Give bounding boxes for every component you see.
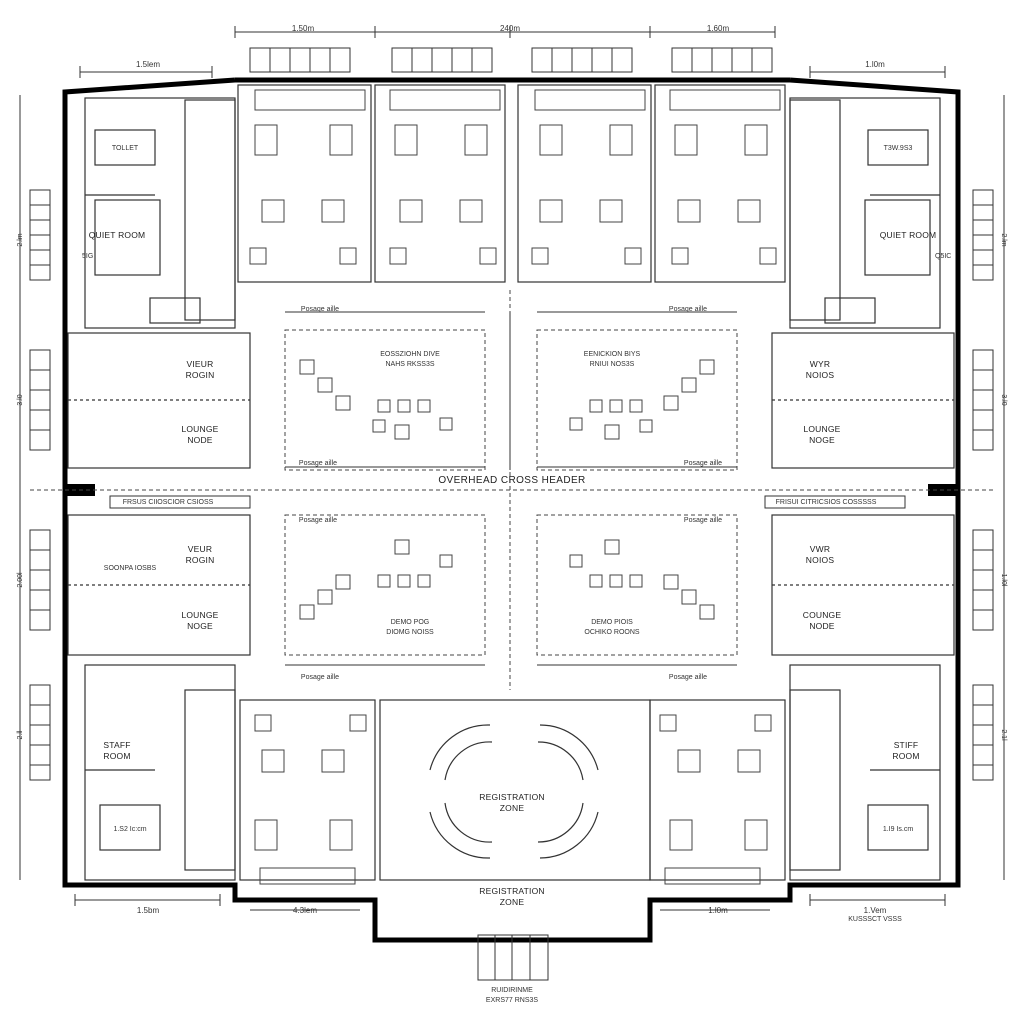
demo-top-left-line2: NAHS RKSS3S [385, 361, 434, 368]
cross-header-right-label: FRISUI CITRICSIOS COSSSSS [776, 499, 877, 506]
quiet-left-sub: 5IG [82, 253, 93, 260]
vr-right-2-line2: NOIOS [806, 555, 835, 565]
dim-top-2: 240m [500, 24, 520, 33]
dim-bottom-left: 1.5bm [137, 906, 160, 915]
lounge-right-2-line2: NODE [809, 621, 834, 631]
lounge-right-2-line1: COUNGE [803, 610, 842, 620]
demo-bottom-left-line1: DEMO POG [391, 619, 430, 626]
vr-left-1-line1: VIEUR [187, 359, 214, 369]
quiet-room-right-label: QUIET ROOM [880, 230, 937, 240]
overhead-header-label: OVERHEAD CROSS HEADER [438, 475, 585, 486]
top-dimension-strip [79, 26, 946, 78]
cross-header-bars [109, 495, 906, 509]
passage-label-4: Posage aille [684, 460, 722, 467]
demo-top-left-line1: EOSSZIOHN DIVE [380, 351, 440, 358]
lounge-left-2-line2: NOGE [187, 621, 213, 631]
vr-right-1-line2: NOIOS [806, 370, 835, 380]
dim-top-right: 1.l0m [865, 60, 885, 69]
entrance-doors [477, 934, 549, 981]
dim-top-1: 1.50m [292, 24, 315, 33]
registration-outer-line1: REGISTRATION [479, 886, 545, 896]
demo-top-right-line1: EENICKION BIYS [584, 351, 641, 358]
cross-header-left-label: FRSUS CIIOSCIOR CSIOSS [123, 499, 214, 506]
staff-room-left-line1: STAFF [103, 740, 130, 750]
lounge-left-1-line2: NODE [187, 435, 212, 445]
registration-outer-line2: ZONE [500, 897, 525, 907]
staff-right-box-label: 1.I9 Is.cm [883, 826, 914, 833]
dim-bottom-right-sub: KUSSSCT VSSS [848, 916, 902, 923]
lounge-left-2-line1: LOUNGE [181, 610, 218, 620]
toilet-right-label: T3W.9S3 [884, 145, 913, 152]
toilet-left-label: TOLLET [112, 145, 139, 152]
desk-clusters-top [249, 89, 781, 265]
quiet-room-left-label: QUIET ROOM [89, 230, 146, 240]
demo-bottom-right-line2: OCHIKO ROONS [584, 629, 640, 636]
vr-left-1-line2: ROGIN [186, 370, 215, 380]
dim-bottom-right-mid: 1.l0m [708, 906, 728, 915]
registration-inner-line2: ZONE [500, 803, 525, 813]
demo-furniture [299, 359, 715, 620]
vr-left-2-line2: ROGIN [186, 555, 215, 565]
vr-left-2-line1: VEUR [188, 544, 212, 554]
dim-right-1: 2.lm [1000, 233, 1007, 246]
staff-left-box-label: 1.S2 Ic:cm [113, 826, 146, 833]
staff-room-right-line2: ROOM [892, 751, 919, 761]
dim-right-2: 3.l0 [1000, 394, 1007, 405]
dim-top-left: 1.5lem [136, 60, 160, 69]
partitions [67, 84, 955, 881]
lounge-right-1-line1: LOUNGE [803, 424, 840, 434]
dim-left-1: 2.lm [17, 233, 24, 246]
dim-bottom-right: 1.Vem [864, 906, 887, 915]
dim-left-2: 3.l0 [17, 394, 24, 405]
entrance-line1: RUIDIRINME [491, 987, 533, 994]
staff-room-left-line2: ROOM [103, 751, 130, 761]
desk-clusters-bottom [254, 714, 772, 885]
demo-zones [30, 290, 994, 690]
dim-left-3: 2.00l [17, 572, 24, 588]
registration-desks [429, 724, 599, 859]
dim-right-3: 1.l0l [1000, 574, 1007, 587]
registration-inner-line1: REGISTRATION [479, 792, 545, 802]
passage-label-1: Posage aille [301, 306, 339, 313]
passage-label-7: Posage aille [301, 674, 339, 681]
demo-bottom-left-line2: DIOMG NOISS [386, 629, 434, 636]
passage-label-6: Posage aille [684, 517, 722, 524]
passage-lines [285, 311, 737, 666]
demo-bottom-right-line1: DEMO PIOIS [591, 619, 633, 626]
quiet-right-sub: Q5IC [935, 253, 951, 260]
lounge-left-1-line1: LOUNGE [181, 424, 218, 434]
vr-right-2-line1: VWR [810, 544, 830, 554]
passage-label-8: Posage aille [669, 674, 707, 681]
side-window-strips [19, 95, 1005, 880]
bottom-dimension-lines [74, 894, 946, 911]
passage-label-2: Posage aille [669, 306, 707, 313]
dim-right-4: 2.1l [1000, 729, 1007, 741]
vr-left-2-sub: SOONPA IOSBS [104, 565, 157, 572]
dim-left-4: 2.ll [17, 730, 24, 739]
dim-top-3: 1.60m [707, 24, 730, 33]
lounge-right-1-line2: NOGE [809, 435, 835, 445]
demo-top-right-line2: RNIUI NOS3S [590, 361, 635, 368]
entrance-line2: EXRS77 RNS3S [486, 997, 538, 1004]
staff-room-right-line1: STIFF [894, 740, 919, 750]
dim-bottom-mid: 4.3lem [293, 906, 317, 915]
passage-label-5: Posage aille [299, 517, 337, 524]
passage-label-3: Posage aille [299, 460, 337, 467]
vr-right-1-line1: WYR [810, 359, 830, 369]
